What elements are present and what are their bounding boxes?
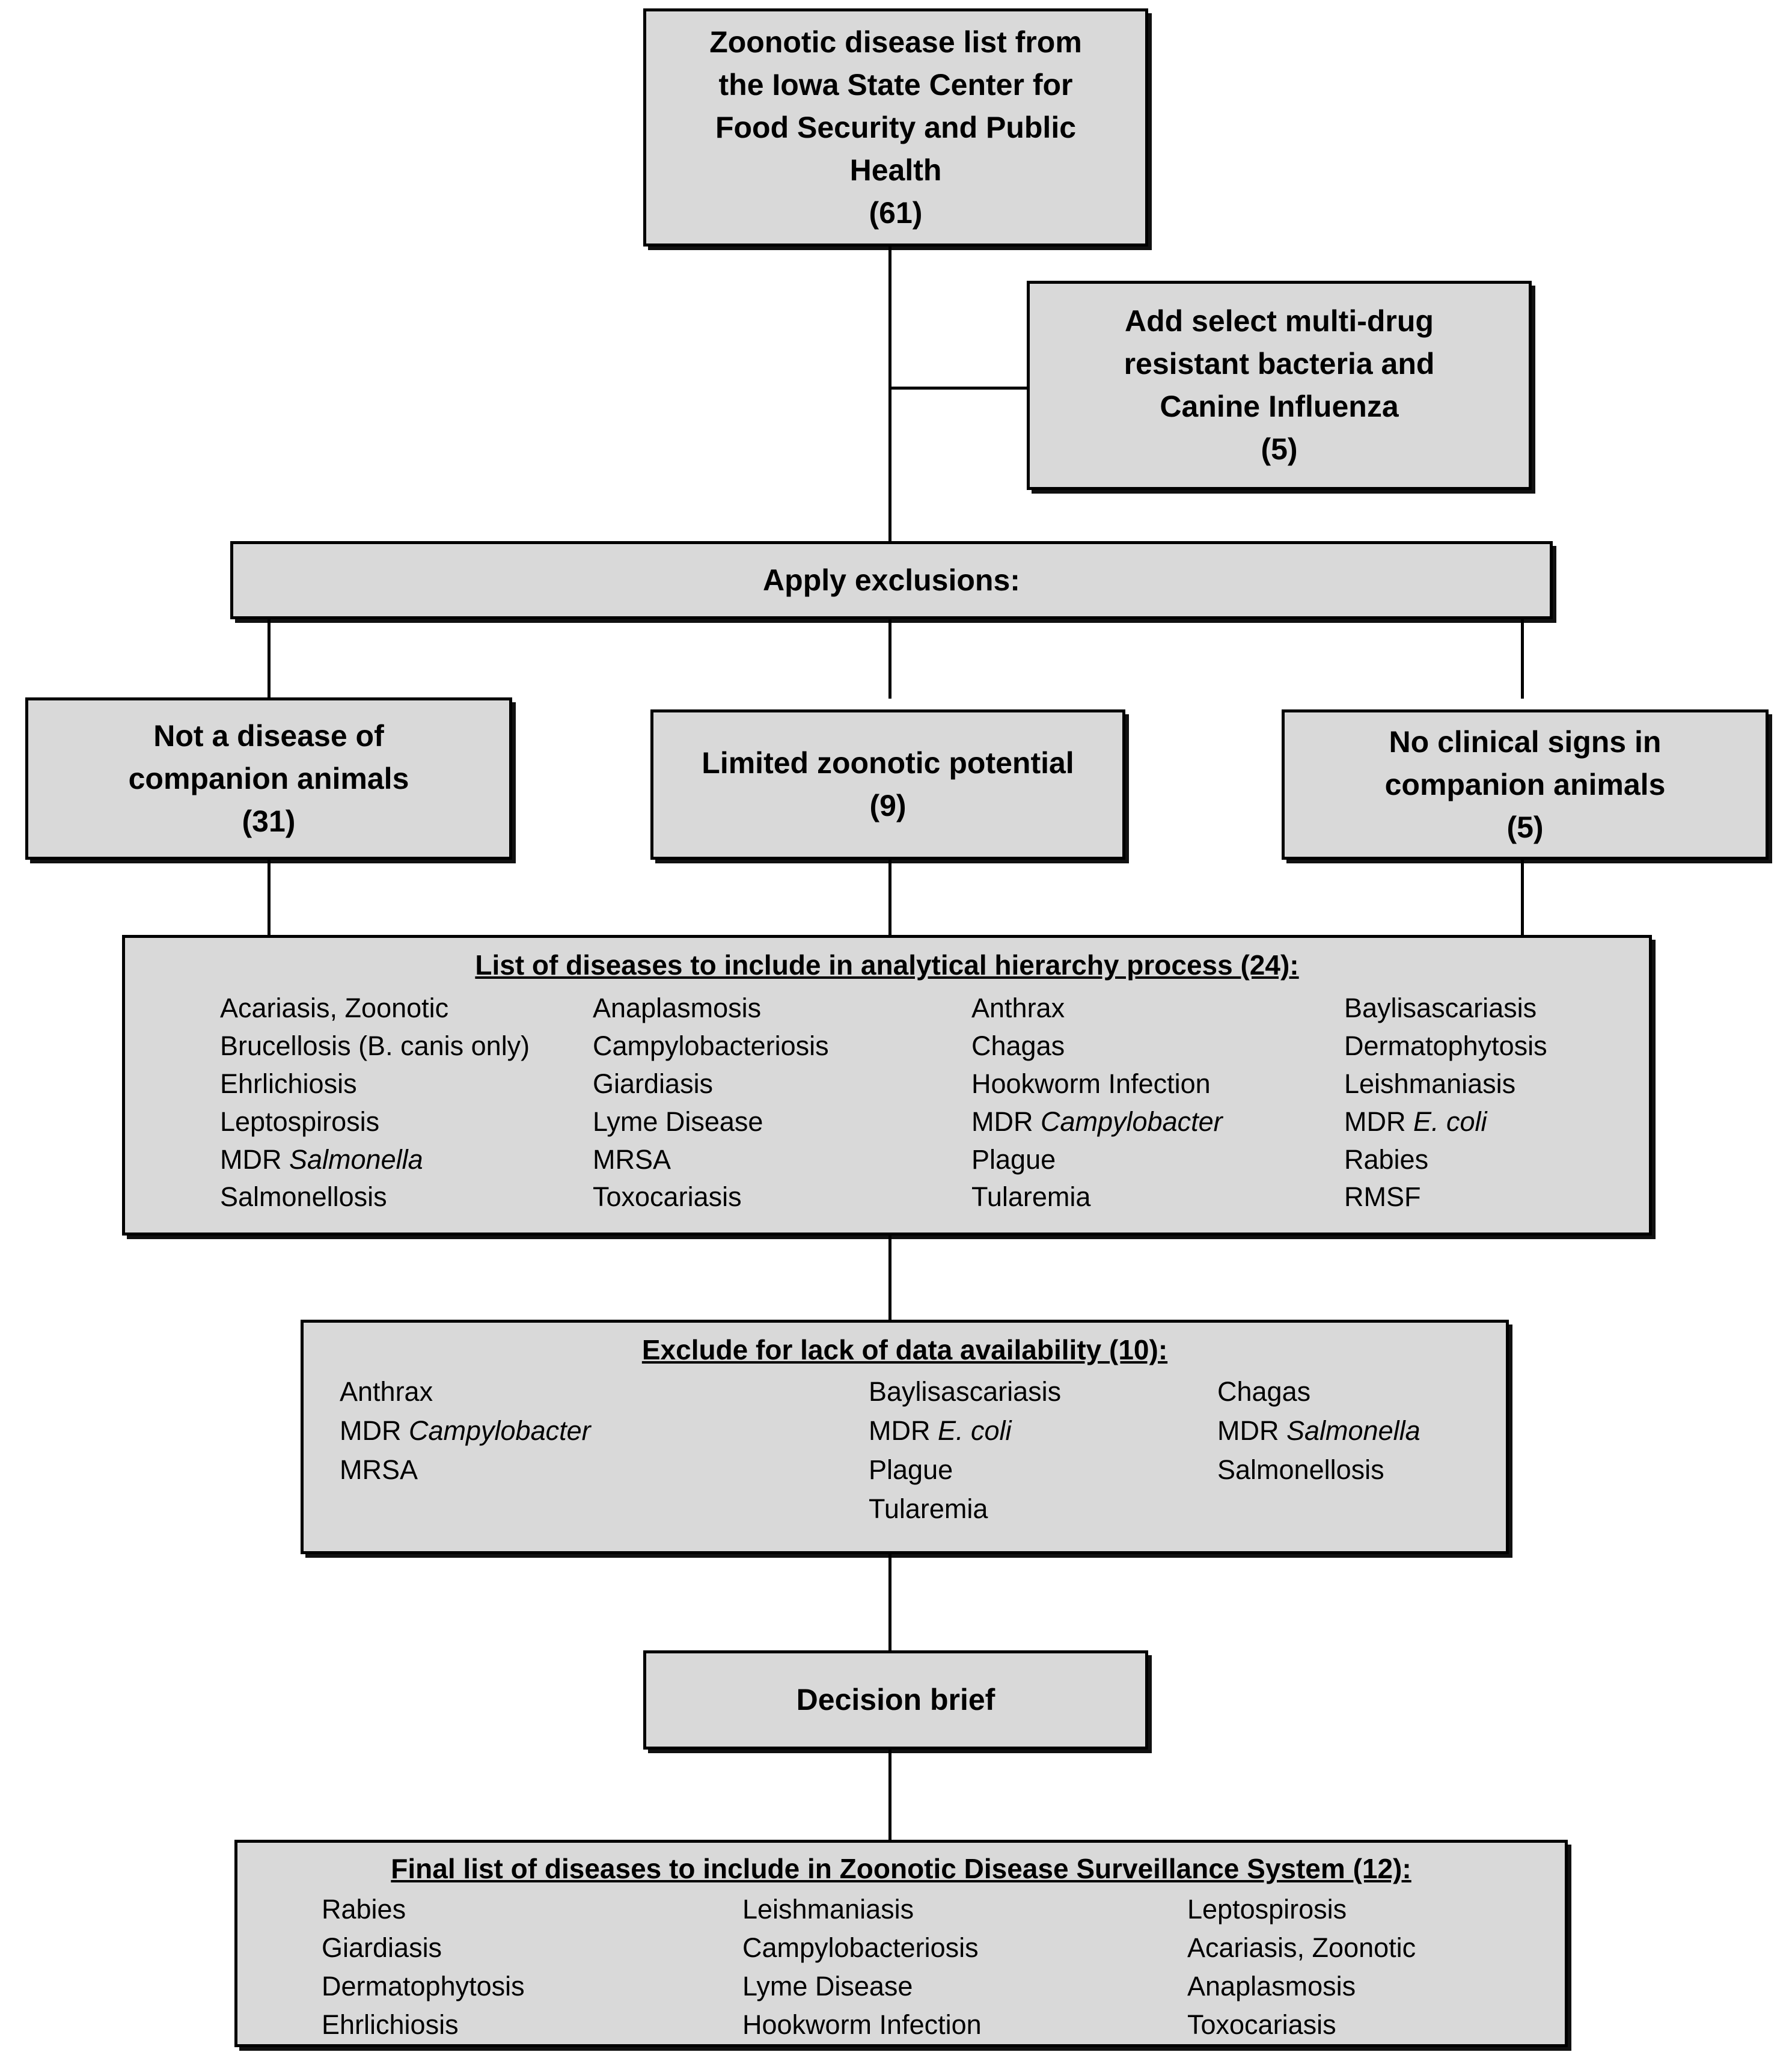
ahp-item: Salmonellosis [220, 1181, 387, 1213]
final-list-grid: Rabies Leishmaniasis Leptospirosis Giard… [255, 1893, 1547, 2042]
ahp-list-heading: List of diseases to include in analytica… [475, 949, 1299, 981]
apply-exclusions-box: Apply exclusions: [230, 541, 1553, 619]
exclusion-box-2-line-1: No clinical signs in [1389, 724, 1662, 759]
final-list-box: Final list of diseases to include in Zoo… [234, 1840, 1568, 2047]
final-list-item: Toxocariasis [1187, 2009, 1336, 2040]
ahp-item: Anaplasmosis [593, 993, 762, 1023]
source-box-line-2: the Iowa State Center for [718, 67, 1073, 102]
decision-brief-label: Decision brief [796, 1683, 995, 1717]
source-box-line-1: Zoonotic disease list from [709, 25, 1082, 59]
final-list-item: Anaplasmosis [1187, 1970, 1356, 2001]
add-box-count: (5) [1261, 432, 1298, 466]
connector-decision-brief-to-final-list [888, 1750, 891, 1842]
exclude-data-item: Salmonellosis [1217, 1454, 1384, 1485]
exclusion-box-2-line-2: companion animals [1384, 767, 1666, 801]
add-box-line-3: Canine Influenza [1160, 390, 1399, 423]
final-list-item: Hookworm Infection [742, 2009, 982, 2040]
ahp-item: Plague [971, 1144, 1056, 1175]
ahp-item: Hookworm Infection [971, 1068, 1211, 1099]
connector-exclusions-right [1521, 619, 1524, 699]
ahp-item: Baylisascariasis [1344, 993, 1537, 1023]
ahp-item: Ehrlichiosis [220, 1068, 357, 1099]
add-box-line-1: Add select multi-drug [1125, 304, 1434, 338]
exclude-data-heading: Exclude for lack of data availability (1… [641, 1334, 1168, 1365]
exclude-data-grid: Anthrax Baylisascariasis Chagas MDR Camp… [322, 1376, 1488, 1526]
exclude-data-item-empty [1217, 1493, 1488, 1526]
source-box-line-3: Food Security and Public [715, 110, 1077, 144]
connector-exclusions-left [268, 619, 271, 699]
exclude-data-item: MRSA [340, 1454, 418, 1485]
connector-exclusion-middle-to-ahp [888, 860, 891, 938]
ahp-item: Chagas [971, 1030, 1065, 1061]
ahp-item: MDR E. coli [1344, 1106, 1487, 1137]
ahp-item: Brucellosis (B. canis only) [220, 1030, 530, 1061]
final-list-item: Leishmaniasis [742, 1894, 914, 1925]
decision-brief-box: Decision brief [643, 1650, 1148, 1750]
ahp-list-box: List of diseases to include in analytica… [122, 935, 1652, 1236]
exclude-data-item: MDR Salmonella [1217, 1415, 1420, 1446]
exclude-data-item: Anthrax [340, 1376, 433, 1407]
exclusion-box-0-line-2: companion animals [128, 761, 409, 795]
apply-exclusions-label: Apply exclusions: [763, 563, 1020, 597]
exclusion-box-no-clinical-signs: No clinical signs in companion animals (… [1282, 709, 1769, 860]
exclude-data-item: Tularemia [869, 1493, 988, 1524]
ahp-item: MDR Salmonella [220, 1144, 423, 1175]
exclude-data-item-empty [340, 1493, 869, 1526]
ahp-item: Leishmaniasis [1344, 1068, 1516, 1099]
exclusion-box-0-line-1: Not a disease of [153, 718, 384, 753]
ahp-item: Campylobacteriosis [593, 1030, 829, 1061]
ahp-item: RMSF [1344, 1181, 1421, 1213]
add-box-line-2: resistant bacteria and [1124, 347, 1435, 381]
connector-exclusion-left-to-ahp [268, 860, 271, 938]
final-list-item: Giardiasis [322, 1932, 442, 1963]
ahp-list-grid: Acariasis, Zoonotic Anaplasmosis Anthrax… [143, 992, 1631, 1214]
source-box-line-4: Health [849, 153, 942, 187]
ahp-item: Leptospirosis [220, 1106, 380, 1137]
final-list-item: Acariasis, Zoonotic [1187, 1932, 1416, 1963]
source-list-box: Zoonotic disease list from the Iowa Stat… [643, 8, 1148, 247]
ahp-item: MDR Campylobacter [971, 1106, 1223, 1137]
exclusion-box-not-companion-disease: Not a disease of companion animals (31) [25, 697, 512, 860]
connector-source-to-exclusions [888, 247, 891, 541]
exclude-data-item: MDR E. coli [869, 1415, 1012, 1446]
connector-trunk-to-add-box [888, 387, 1027, 390]
connector-exclude-data-to-decision-brief [888, 1554, 891, 1653]
exclusion-box-limited-zoonotic-potential: Limited zoonotic potential (9) [650, 709, 1125, 860]
final-list-item: Lyme Disease [742, 1970, 913, 2001]
final-list-heading: Final list of diseases to include in Zoo… [391, 1853, 1411, 1884]
connector-exclusion-right-to-ahp [1521, 860, 1524, 938]
exclude-data-item: Chagas [1217, 1376, 1311, 1407]
ahp-item: Dermatophytosis [1344, 1030, 1547, 1061]
exclusion-box-0-count: (31) [242, 804, 296, 838]
ahp-item: Tularemia [971, 1181, 1091, 1213]
source-box-count: (61) [869, 195, 923, 230]
exclude-data-item: Baylisascariasis [869, 1376, 1062, 1407]
exclusion-box-2-count: (5) [1506, 810, 1544, 844]
final-list-item: Campylobacteriosis [742, 1932, 979, 1963]
add-select-box: Add select multi-drug resistant bacteria… [1027, 281, 1532, 490]
connector-ahp-to-exclude-data [888, 1236, 891, 1320]
final-list-item: Ehrlichiosis [322, 2009, 459, 2040]
ahp-item: Rabies [1344, 1144, 1429, 1175]
exclude-data-box: Exclude for lack of data availability (1… [301, 1320, 1509, 1554]
ahp-item: Anthrax [971, 993, 1065, 1023]
exclusion-box-1-count: (9) [869, 789, 907, 822]
ahp-item: Acariasis, Zoonotic [220, 993, 449, 1023]
final-list-item: Rabies [322, 1894, 406, 1925]
final-list-item: Leptospirosis [1187, 1894, 1347, 1925]
ahp-item: MRSA [593, 1144, 671, 1175]
ahp-item: Lyme Disease [593, 1106, 763, 1137]
ahp-item: Toxocariasis [593, 1181, 742, 1213]
exclusion-box-1-line-1: Limited zoonotic potential [702, 746, 1074, 780]
exclude-data-item: Plague [869, 1454, 953, 1485]
exclude-data-item: MDR Campylobacter [340, 1415, 591, 1446]
ahp-item: Giardiasis [593, 1068, 714, 1099]
final-list-item: Dermatophytosis [322, 1970, 525, 2001]
connector-exclusions-middle [888, 619, 891, 699]
